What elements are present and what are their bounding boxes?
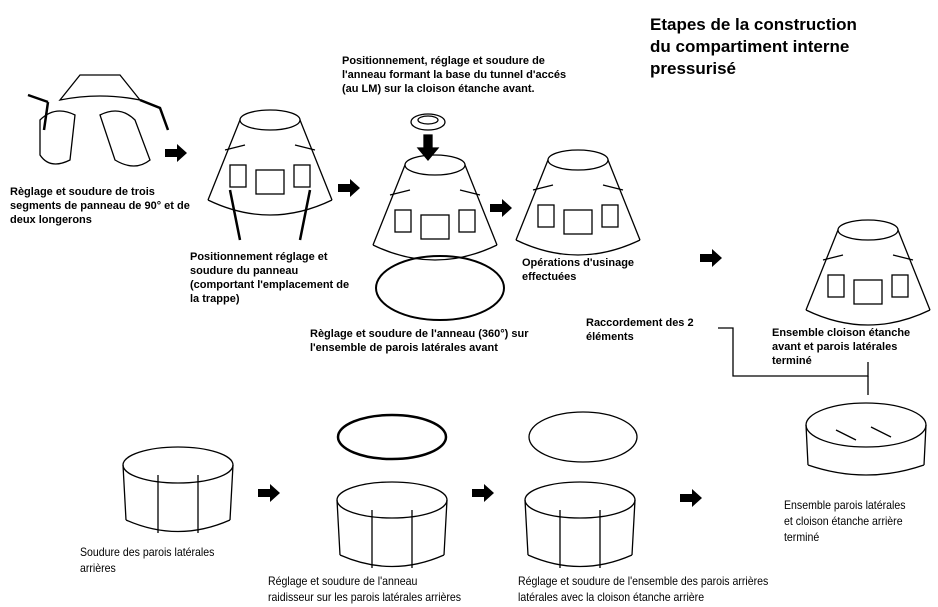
step-label-joining: Raccordement des 2 éléments [586,317,694,343]
machined-bulkhead-drawing [515,149,641,256]
arrow-icon [699,248,723,268]
step-label-machining: Opérations d'usinage effectuées [522,257,635,283]
stiffener-ring-drawing [336,413,448,461]
ring-360-drawing [375,255,505,321]
rear-walls-ring-drawing [336,481,448,569]
bulkhead-drawing [372,154,498,261]
arrow-icon [257,483,281,503]
arrow-icon [471,483,495,503]
arrow-icon [164,143,188,163]
panel-assembly-drawing [207,109,333,241]
step-label-rear-complete: Ensemble parois latérales et cloison éta… [784,498,906,544]
step-label-front-complete: Ensemble cloison étanche avant et parois… [772,327,911,367]
page-title: Etapes de la construction du compartimen… [650,15,857,78]
step-label-ring-360: Règlage et soudure de l'anneau (360°) su… [310,328,529,354]
step-label-panel: Positionnement réglage et soudure du pan… [190,251,350,305]
front-assembly-drawing [805,219,931,326]
connector-line [718,327,869,377]
tunnel-ring-drawing [410,113,446,162]
step-label-stiffener-ring: Réglage et soudure de l'anneau raidisseu… [268,574,462,604]
step-label-segments: Règlage et soudure de trois segments de … [10,186,190,226]
step-label-rear-bulkhead: Réglage et soudure de l'ensemble des par… [518,574,769,604]
arrow-icon [337,178,361,198]
arrow-icon [489,198,513,218]
step-label-tunnel-ring: Positionnement, réglage et soudure de l'… [342,55,567,95]
panel-segments-drawing [27,74,170,167]
rear-bulkhead-drawing [528,411,638,463]
arrow-icon [679,488,703,508]
rear-assembly-drawing [805,402,927,476]
rear-assembly-step-drawing [524,481,636,569]
rear-walls-drawing [122,446,234,534]
step-label-rear-walls: Soudure des parois latérales arrières [80,545,215,575]
